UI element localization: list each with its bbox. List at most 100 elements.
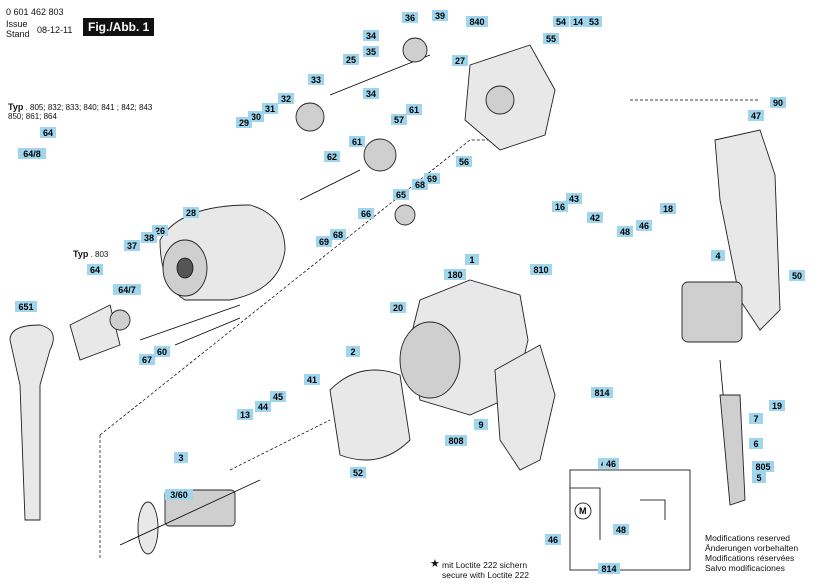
part-label-text: 48 [620,227,630,237]
wiring-diagram: M [569,469,691,571]
part-label-box [350,467,366,478]
part-label-text: 7 [753,414,758,424]
part-label: 28 [183,207,199,218]
part-label: 47 [748,110,764,121]
issue-label: Issue Stand [6,19,30,39]
part-label-box [393,189,409,200]
part-label-box [358,208,374,219]
part-label: 42 [587,212,603,223]
part-label-box [174,452,188,463]
part-label: 50 [789,270,805,281]
part-label-text: 41 [307,375,317,385]
part-label-box [390,302,406,313]
part-label-text: 42 [590,213,600,223]
part-label-text: 67 [142,355,152,365]
part-label-text: 68 [333,230,343,240]
part-label-text: 64/7 [118,285,136,295]
part-label-box [183,207,199,218]
part-label: 35 [363,46,379,57]
typ-a-label: Typ [8,102,24,112]
part-label-text: 814 [594,388,609,398]
part-label: 67 [139,354,155,365]
typ-b-text: . 803 [90,250,109,259]
part-label-text: 64 [43,128,53,138]
part-label: 5 [752,472,766,483]
part-label-text: 45 [273,392,283,402]
part-label-text: 28 [186,208,196,218]
part-label: 54 [553,16,569,27]
part-label: 48 [617,226,633,237]
part-label-text: 20 [393,303,403,313]
issue-date: 08-12-11 [37,25,73,35]
part-label-box [748,110,764,121]
aux-handle-651 [9,324,54,521]
part-label-box [18,148,46,159]
part-label-text: 48 [616,525,626,535]
part-label-text: 46 [606,459,616,469]
part-label-box [603,458,619,469]
part-label-text: 46 [639,221,649,231]
part-label-box [424,173,440,184]
part-label-text: 38 [144,233,154,243]
part-label-text: 53 [589,17,599,27]
part-label-box [636,220,652,231]
part-label: 1 [465,254,479,265]
mod-line-1: Modifications reserved [705,533,791,543]
part-label: 69 [424,173,440,184]
part-label-text: 90 [773,98,783,108]
mod-line-3: Modifications réservées [705,553,795,563]
part-label-text: 61 [409,105,419,115]
part-label: 64 [87,264,103,275]
part-label-box [346,346,360,357]
part-label-box [363,30,379,41]
part-label-text: 46 [548,535,558,545]
part-label-text: 69 [427,174,437,184]
switch-4 [681,281,743,343]
part-label: 32 [278,93,294,104]
part-label: 45 [270,391,286,402]
typ-a-text: . 805; 832; 833; 840; 841 ; 842; 843 850… [8,103,153,121]
part-label: 66 [358,208,374,219]
bearing-plate-27 [464,44,556,151]
part-label: 60 [154,346,170,357]
part-label: 61 [406,104,422,115]
part-label-box [570,16,586,27]
part-label-box [278,93,294,104]
part-label: 4 [711,250,725,261]
part-label: 48 [613,524,629,535]
handle-shell-47 [714,129,781,331]
part-label-box [466,16,488,27]
part-label: 3/60 [165,489,193,500]
part-label: 64 [40,127,56,138]
part-label-text: 32 [281,94,291,104]
part-label-text: 30 [251,112,261,122]
part-label-text: 64 [90,265,100,275]
part-label-box [545,534,561,545]
part-label: 29 [236,117,252,128]
part-label-box [330,229,346,240]
part-label-box [566,193,582,204]
part-label-box [444,269,466,280]
part-label-text: 68 [415,180,425,190]
part-label-box [343,54,359,65]
part-label: 43 [566,193,582,204]
part-label-text: 43 [569,194,579,204]
part-label-box [586,16,602,27]
part-label-box [587,212,603,223]
part-label: 808 [445,435,467,446]
part-label: 30 [248,111,264,122]
part-label-text: 26 [155,226,165,236]
part-label-text: 54 [556,17,566,27]
part-label: 814 [591,387,613,398]
motor-housing-1 [399,279,556,471]
part-label-text: 4 [715,251,720,261]
part-label-text: 19 [772,401,782,411]
part-label: 19 [769,400,785,411]
part-label: 13 [237,409,253,420]
part-label-box [237,409,253,420]
part-label: 68 [330,229,346,240]
figure-title: Fig./Abb. 1 [83,18,155,36]
part-label-box [152,225,168,236]
part-label-box [308,74,324,85]
